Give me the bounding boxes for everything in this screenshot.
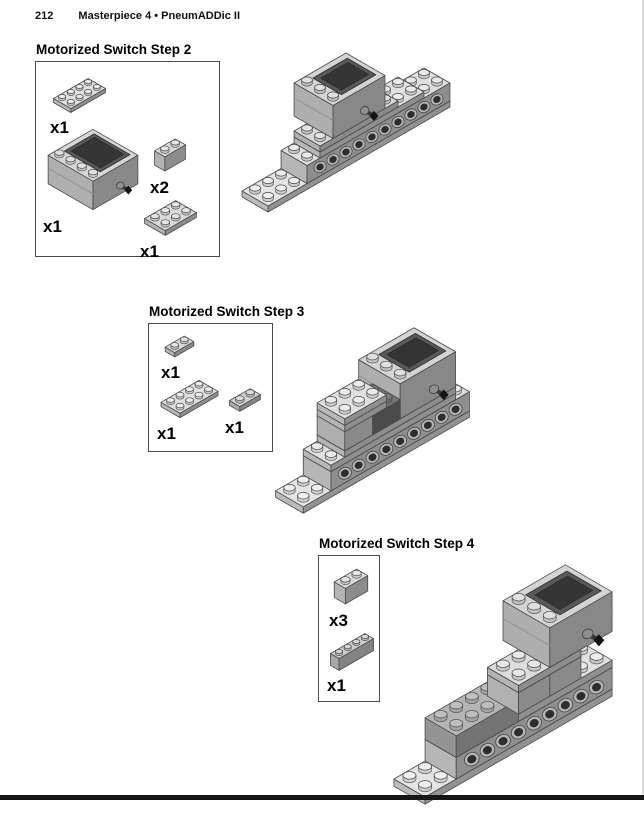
part-brick-1x2: x3: [327, 562, 375, 631]
model-image-step-3: [275, 327, 470, 514]
plate-2x3-image: [144, 200, 197, 236]
section-title: Motorized Switch Step 2: [36, 42, 192, 57]
plate-1x2-small-image: [164, 335, 195, 358]
part-plate-1x2-small: x1: [159, 330, 200, 383]
model-image-step-2: [241, 52, 451, 213]
part-count-label: x3: [329, 611, 348, 630]
part-count-label: x1: [161, 363, 180, 382]
part-plate-2x4: x1: [155, 374, 224, 444]
part-plate-2x3: x1: [138, 194, 203, 262]
brick-1x4-image: [330, 633, 374, 671]
part-plate-1x2: x1: [223, 382, 267, 438]
brick-1x2-image: [333, 568, 369, 605]
part-count-label: x1: [50, 118, 69, 137]
brick-1x2-image: [154, 138, 186, 172]
parts-box: x1 x1 x2 x1: [35, 61, 220, 261]
page-edge-right: [642, 0, 644, 800]
plate-1x2-image: [229, 388, 261, 412]
part-count-label: x1: [43, 217, 62, 236]
parts-box: x3 x1: [318, 555, 380, 702]
section-motorized-switch-step-4: Motorized Switch Step 4 x3 x1: [318, 536, 638, 805]
section-title: Motorized Switch Step 4: [319, 536, 475, 551]
section-title: Motorized Switch Step 3: [149, 304, 305, 319]
model-image-step-4: [393, 564, 613, 805]
page-header: 212 Masterpiece 4 • PneumADDic II: [35, 10, 240, 22]
page-number: 212: [35, 10, 54, 22]
plate-2x4-image: [160, 379, 219, 419]
part-count-label: x1: [327, 676, 346, 695]
part-plate-2x4: x1: [48, 73, 111, 138]
section-motorized-switch-step-3: Motorized Switch Step 3 x1 x1 x1: [148, 304, 628, 519]
section-motorized-switch-step-2: Motorized Switch Step 2 x1 x1 x2 x1: [35, 42, 635, 277]
part-count-label: x1: [157, 424, 176, 443]
motor-4x4-image: [47, 128, 139, 211]
part-brick-1x2: x2: [148, 132, 192, 198]
parts-box: x1 x1 x1: [148, 323, 273, 452]
part-count-label: x1: [225, 418, 244, 437]
part-count-label: x2: [150, 178, 169, 197]
book-title: Masterpiece 4 • PneumADDic II: [78, 10, 240, 22]
part-count-label: x1: [140, 242, 159, 261]
page-edge-bottom: [0, 795, 644, 800]
plate-2x4-image: [53, 78, 106, 113]
part-motor-4x4: x1: [41, 122, 145, 237]
part-brick-1x4: x1: [325, 628, 379, 696]
